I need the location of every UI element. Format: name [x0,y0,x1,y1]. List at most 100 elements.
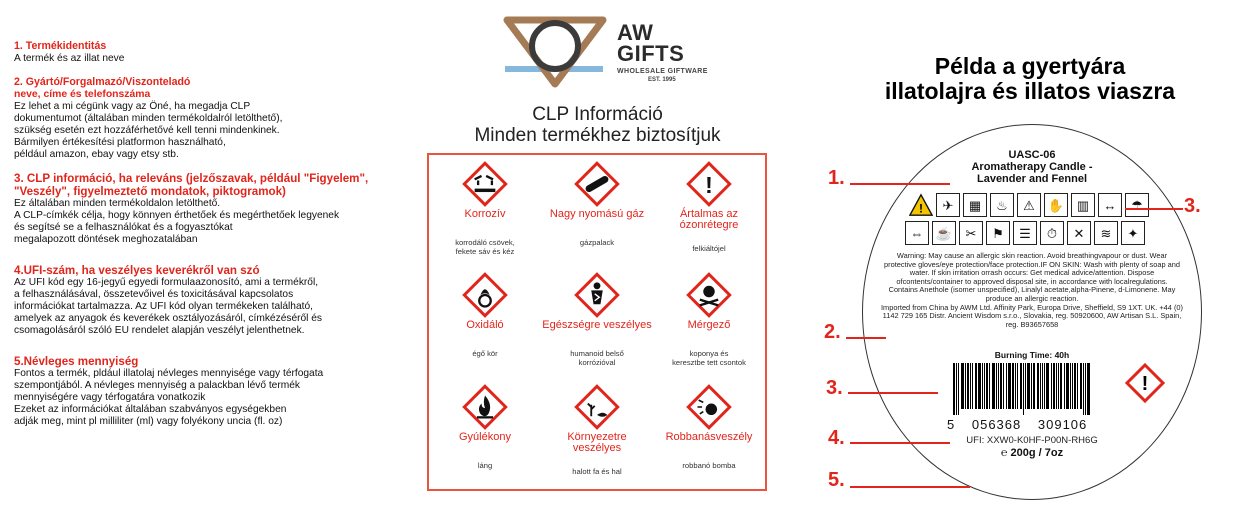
no-children-icon: ⚠ [1017,193,1041,217]
section-ufi: 4.UFI-szám, ha veszélyes keverékről van … [14,264,424,337]
product-name-line-2: Lavender and Fennel [976,173,1088,185]
pictogram-cell: Oxidáló égő kör [429,266,541,377]
barcode-bar [1031,363,1033,409]
section-title: 5.Névleges mennyiség [14,355,139,368]
barcode-bar [1055,363,1057,409]
no-touch-icon: ✦ [1121,221,1145,245]
barcode-bar [1000,363,1003,409]
barcode-digit-group: 309106 [1037,417,1088,432]
barcode-bar [991,363,995,409]
barcode-bar [1027,363,1031,409]
candle-icon: ♨ [990,193,1014,217]
flame-over-circle-icon [462,272,508,319]
marker-2: 2. [824,321,841,343]
barcode-bar [986,363,989,409]
burn-time-icon: ⏱ [1040,221,1064,245]
marker-2-line [846,337,886,339]
barcode-bar [981,363,983,409]
section-title: 1. Termékidentitás [14,40,107,52]
marker-3-top: 3. [1184,195,1201,217]
ufi-code: UFI: XXW0-K0HF-P00N-RH6G [966,435,1098,446]
safety-icons-row-2: ⇔ ☕ ✂ ⚑ ☰ ⏱ ✕ ≋ ✦ [905,221,1155,247]
burning-time: Burning Time: 40h [994,350,1070,360]
pictogram-name: Oxidáló [466,319,504,332]
product-code: UASC-06 [1008,149,1056,161]
pictogram-description: felkiáltójel [692,244,726,253]
barcode-bar [1024,363,1026,409]
brand-name: AW GIFTS [617,20,684,65]
barcode-bar [1015,363,1017,409]
svg-text:!: ! [919,201,923,215]
skull-icon [686,272,732,319]
marker-5-line [850,486,970,488]
section-title: 2. Gyártó/Forgalmazó/Viszonteladó [14,76,191,88]
distance-icon: ↔ [1098,193,1122,217]
keep-away-icon: ⚑ [986,221,1010,245]
product-name-line-1: Aromatherapy Candle - [971,161,1093,173]
pictogram-cell: Nagy nyomású gáz gázpalack [541,155,653,266]
environment-icon [574,383,620,430]
read-instructions-icon: ☰ [1013,221,1037,245]
barcode [953,363,1113,415]
pictogram-description: gázpalack [579,238,615,247]
spacing-icon: ⇔ [905,221,929,245]
section-body: Az UFI kód egy 16-jegyű egyedi formulaaz… [14,277,323,336]
pictogram-cell: Egészségre veszélyes humanoid belső korró… [541,266,653,377]
section-title: 4.UFI-szám, ha veszélyes keverékről van … [14,264,260,277]
barcode-bar [1044,363,1046,409]
section-clp-info: 3. CLP információ, ha releváns (jelzősza… [14,172,424,246]
pictogram-description: égő kör [472,349,498,359]
pictogram-name: Egészségre veszélyes [542,319,652,332]
marker-1: 1. [828,167,845,189]
barcode-bar [989,363,991,409]
gas-cylinder-icon [574,161,620,207]
pictogram-name: Gyúlékony [459,430,511,443]
svg-text:!: ! [1142,373,1149,395]
barcode-bar [1072,363,1074,409]
barcode-bar [1039,363,1041,409]
aw-gifts-logo: AW GIFTS WHOLESALE GIFTWARE EST. 1995 [497,12,707,90]
pictogram-name: Környezetre veszélyes [567,430,627,454]
barcode-bar [1060,363,1063,409]
exploding-bomb-icon [686,383,732,430]
barcode-bar [970,363,972,409]
barcode-bar [1050,363,1052,409]
no-pets-icon: ✋ [1044,193,1068,217]
no-draft-icon: ✈ [936,193,960,217]
trim-wick-icon: ✂ [959,221,983,245]
barcode-bar [953,363,955,415]
triangle-logo-icon [503,16,607,88]
section-body: Ez lehet a mi cégünk vagy az Öné, ha meg… [14,101,283,160]
brand-line-1: AW [617,20,654,45]
barcode-bar [1011,363,1014,409]
barcode-bar [1005,363,1007,409]
brand-est: EST. 1995 [648,77,676,83]
pictogram-name: Robbanásveszély [665,430,753,443]
barcode-bar [977,363,981,409]
barcode-bar [1019,363,1022,409]
no-flammable-icon: ▦ [963,193,987,217]
section-body: Fontos a termék, pldául illatolaj névleg… [14,368,324,427]
barcode-bar [958,363,960,415]
barcode-bar [1065,363,1069,409]
heat-surface-icon: ▥ [1071,193,1095,217]
nominal-weight: ℮ 200g / 7oz [1000,447,1064,459]
no-move-icon: ✕ [1067,221,1091,245]
section-title: 3. CLP információ, ha releváns (jelzősza… [14,172,369,198]
barcode-bar [1033,363,1036,409]
pictogram-name: Ártalmas az ózonrétegre [679,208,739,231]
pictogram-name: Nagy nyomású gáz [549,208,645,220]
marker-5: 5. [828,469,845,491]
example-title-line-2: illatolajra és illatos viaszra [884,78,1176,104]
barcode-bar [1017,363,1019,409]
section-subtitle: neve, címe és telefonszáma [14,89,151,100]
brand-tagline: WHOLESALE GIFTWARE [617,68,708,75]
pictogram-description: humanoid belső korrózióval [570,349,624,368]
marker-4-line [850,442,950,444]
